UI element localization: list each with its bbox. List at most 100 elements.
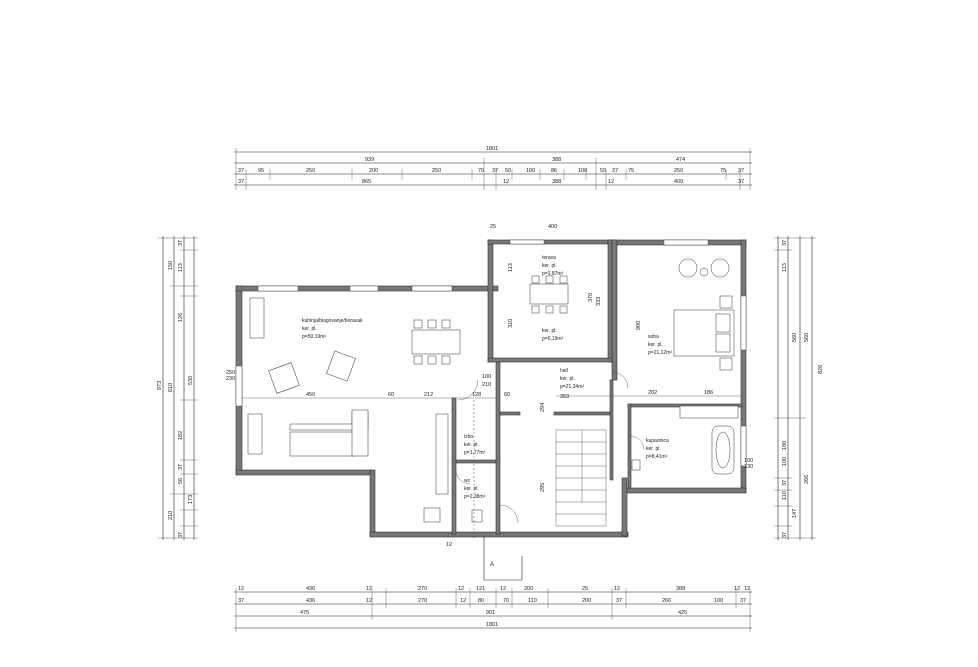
left-dim-seg: 530 [188,376,194,385]
dim-label: 130 [744,464,753,470]
top-dim-seg: 37 [612,168,618,174]
bottom-dim-seg: 388 [676,586,685,592]
top-dim-seg: 200 [369,168,378,174]
interior-walls [451,361,743,535]
room-area: p=2,38m² [464,494,486,500]
right-dim-seg: 110 [782,491,788,500]
bottom-dim-seg: 100 [714,598,723,604]
room-floor: ker. pl. [560,376,575,382]
dim-label: 12 [446,542,452,548]
dim-label: 212 [424,392,433,398]
top-dim-seg: 70 [478,168,484,174]
left-dim-seg: 610 [168,383,174,392]
right-dim-seg: 37 [782,480,788,486]
left-dimension-chains: 973 150 610 210 37 113 126 530 182 37 56… [157,236,198,540]
room-floor: ker. pl. [542,328,557,334]
room-storage: izbo ker. pl. p=1,77m² [464,434,486,456]
right-dim-seg: 100 [782,457,788,466]
right-dim-seg: 147 [792,509,798,518]
bottom-dim-seg: 270 [418,586,427,592]
top-dim-seg: 86 [551,168,557,174]
furniture [247,258,739,523]
room-area: p=21,34m² [560,384,584,390]
room-terrace: terasa ker. pl. p=3,87m² [542,255,564,277]
top-dim-seg: 12 [608,179,614,185]
top-dim-seg: 75 [720,168,726,174]
left-dim-seg: 37 [178,532,184,538]
room-name: izbo [464,434,473,440]
top-dim-seg: 37 [238,168,244,174]
right-dim-seg: 560 [792,333,798,342]
bottom-dim-seg: 25 [582,586,588,592]
top-dim-seg: 50 [600,168,606,174]
room-floor: ker. pl. [464,486,479,492]
left-dim-seg: 173 [188,495,194,504]
bottom-dim-seg: 12 [614,586,620,592]
room-name: wc [464,478,471,484]
bottom-dim-seg: 37 [238,598,244,604]
bottom-dim-seg: 436 [306,586,315,592]
top-dim-seg: 250 [306,168,315,174]
dim-label: 450 [306,392,315,398]
left-dim-seg: 210 [168,511,174,520]
bottom-dim-seg: 121 [476,586,485,592]
dim-label: 186 [704,390,713,396]
doors [455,371,645,524]
top-dim-seg: 37 [738,168,744,174]
room-floor: ker. pl. [648,342,663,348]
dim-label: 310 [508,319,514,328]
bottom-dimension-chains: 12 436 12 270 12 121 12 200 25 12 388 12… [234,586,752,632]
right-dim-seg: 113 [782,263,788,272]
room-area: p=6,19m² [542,336,564,342]
interior-dimensions: 450 60 212 128 60 353 900 202 186 100 21… [226,224,753,548]
dim-label: 900 [636,321,642,330]
bottom-dim-seg: 200 [582,598,591,604]
right-dimension-chains: 826 560 266 37 113 560 180 100 37 110 14… [774,236,824,540]
bottom-dim-seg: 12 [500,586,506,592]
top-dim-seg: 388 [552,179,561,185]
dim-label: 25 [490,224,496,230]
left-dim-seg: 182 [178,431,184,440]
dim-label: 353 [560,394,569,400]
top-dim-seg: 100 [526,168,535,174]
bottom-dim-seg: 12 [734,586,740,592]
left-dim-seg: 37 [178,464,184,470]
bottom-dim-seg: 12 [744,586,750,592]
section-mark: A [490,562,494,568]
top-dim-seg: 37 [738,179,744,185]
bottom-dim-seg: 12 [460,598,466,604]
bottom-dim-seg: 12 [366,598,372,604]
top-dimension-chains: 1801 939 388 474 37 95 250 200 250 70 37… [234,146,752,190]
left-dim-seg: 113 [178,263,184,272]
dim-label: 60 [504,392,510,398]
bottom-dim-seg: 110 [528,598,537,604]
windows [235,239,747,467]
room-floor: ker. pl. [302,326,317,332]
right-dim-seg: 180 [782,441,788,450]
left-dim-973: 973 [157,381,163,390]
top-dim-388: 388 [552,157,561,163]
section-line: A [473,400,523,581]
room-name: soba [648,334,659,340]
dim-label: 230 [226,376,235,382]
bottom-dim-seg: 266 [662,598,671,604]
dim-label: 210 [482,382,491,388]
room-area: p=21,12m² [648,350,672,356]
left-dim-seg: 126 [178,313,184,322]
bottom-dim-seg: 37 [616,598,622,604]
room-area: p=8,41m² [646,454,668,460]
room-floor: ker. pl. [646,446,661,452]
top-dim-seg: 100 [578,168,587,174]
bottom-dim-seg: 270 [418,598,427,604]
bottom-dim-901: 901 [486,610,495,616]
bottom-dim-seg: 80 [478,598,484,604]
dim-label: 100 [744,458,753,464]
top-dim-seg: 37 [238,179,244,185]
bottom-dim-seg: 70 [503,598,509,604]
left-dim-seg: 56 [178,478,184,484]
room-name: kupaonica [646,438,669,444]
dim-label: 333 [596,297,602,306]
room-terrace-inner: ker. pl. p=6,19m² [542,328,564,342]
dim-label: 60 [388,392,394,398]
